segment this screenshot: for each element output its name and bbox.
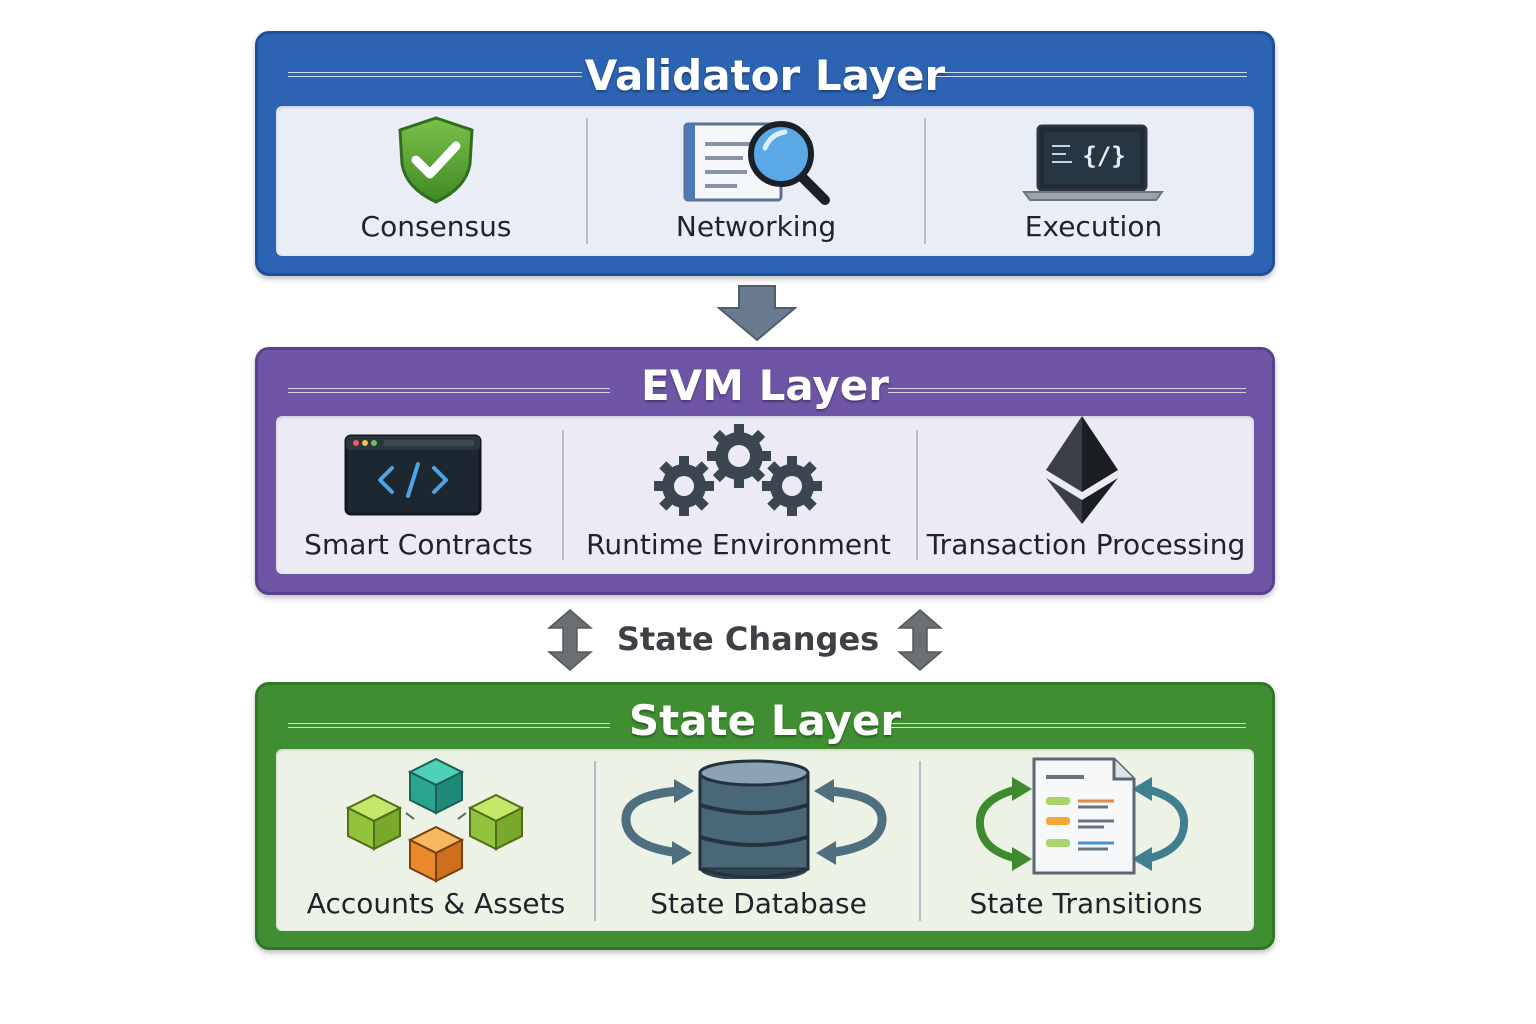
evm-item-smart-contracts: Smart Contracts xyxy=(286,416,551,574)
divider xyxy=(586,118,588,244)
divider xyxy=(916,430,918,560)
validator-item-execution: {/} Execution xyxy=(946,106,1241,256)
state-item-accounts-assets: Accounts & Assets xyxy=(286,749,586,931)
evm-layer-panel: Smart Contracts xyxy=(276,416,1254,574)
title-rule-left xyxy=(288,72,582,77)
code-window-icon xyxy=(344,434,482,516)
title-rule-left xyxy=(288,723,610,728)
smart-contracts-label: Smart Contracts xyxy=(304,528,533,561)
validator-layer-title: Validator Layer xyxy=(584,51,946,100)
divider xyxy=(924,118,926,244)
evm-layer-title: EVM Layer xyxy=(640,361,889,410)
state-layer-title: State Layer xyxy=(628,696,902,745)
validator-item-consensus: Consensus xyxy=(296,106,576,256)
shield-check-icon xyxy=(398,116,474,204)
transaction-processing-label: Transaction Processing xyxy=(926,528,1246,561)
title-rule-right xyxy=(933,72,1247,77)
cubes-icon xyxy=(345,757,525,883)
state-database-label: State Database xyxy=(650,887,867,920)
document-cycle-icon xyxy=(975,757,1189,875)
bidirectional-arrow-right-icon xyxy=(897,609,943,671)
title-rule-left xyxy=(288,388,610,393)
state-layer: State Layer xyxy=(255,682,1275,950)
evm-item-runtime-environment: Runtime Environment xyxy=(576,416,901,574)
divider xyxy=(562,430,564,560)
state-layer-header: State Layer xyxy=(258,695,1272,759)
divider xyxy=(919,761,921,921)
ethereum-icon xyxy=(1046,416,1118,524)
accounts-assets-label: Accounts & Assets xyxy=(306,887,566,920)
evm-layer-header: EVM Layer xyxy=(258,360,1272,424)
title-rule-right xyxy=(888,388,1246,393)
state-item-state-transitions: State Transitions xyxy=(926,749,1246,931)
evm-item-transaction-processing: Transaction Processing xyxy=(926,416,1246,574)
divider xyxy=(594,761,596,921)
consensus-label: Consensus xyxy=(360,210,512,243)
state-transitions-label: State Transitions xyxy=(969,887,1203,920)
title-rule-right xyxy=(888,723,1246,728)
validator-item-networking: Networking xyxy=(606,106,906,256)
state-changes-label: State Changes xyxy=(616,620,880,658)
execution-label: Execution xyxy=(1024,210,1163,243)
validator-layer-panel: Consensus Networking xyxy=(276,106,1254,256)
down-arrow-icon xyxy=(717,285,797,342)
svg-text:{/}: {/} xyxy=(1082,142,1125,170)
state-item-state-database: State Database xyxy=(606,749,911,931)
document-magnifier-icon xyxy=(683,121,830,205)
state-layer-panel: Accounts & Assets State D xyxy=(276,749,1254,931)
validator-layer: Validator Layer Consensus xyxy=(255,31,1275,276)
validator-layer-header: Validator Layer xyxy=(258,44,1272,108)
networking-label: Networking xyxy=(675,210,837,243)
runtime-environment-label: Runtime Environment xyxy=(586,528,891,561)
laptop-code-icon: {/} xyxy=(1022,124,1164,201)
gears-icon xyxy=(654,424,822,516)
evm-layer: EVM Layer Smart Contracts xyxy=(255,347,1275,595)
bidirectional-arrow-left-icon xyxy=(547,609,593,671)
database-sync-icon xyxy=(621,759,887,879)
